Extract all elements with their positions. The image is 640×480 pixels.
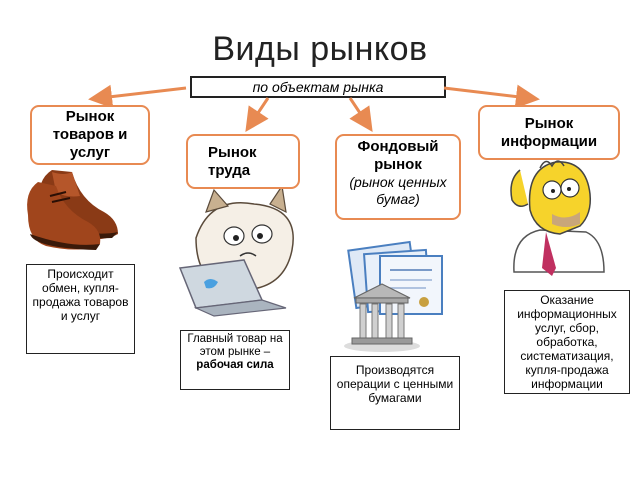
category-goods-label: Рынок товаров и услуг xyxy=(52,108,128,161)
category-stock-note: (рынок ценных бумаг) xyxy=(349,174,447,207)
category-info-label: Рынок информации xyxy=(500,114,598,150)
category-stock-box: Фондовый рынок (рынок ценных бумаг) xyxy=(335,134,461,220)
category-stock-label: Фондовый рынок xyxy=(357,138,439,173)
shoes-icon xyxy=(27,170,119,250)
arrow-labor xyxy=(245,97,270,132)
category-labor-label: Рынок труда xyxy=(208,143,257,179)
description-goods: Происходит обмен, купля-продажа товаров … xyxy=(26,264,135,354)
arrows xyxy=(88,84,540,132)
arrow-stock xyxy=(348,97,373,132)
diagram-title: Виды рынков xyxy=(212,30,428,68)
cartoon-man-icon xyxy=(510,160,605,276)
arrow-goods xyxy=(88,84,187,109)
category-info-box: Рынок информации xyxy=(478,105,620,160)
description-labor: Главный товар на этом рынке – рабочая си… xyxy=(180,330,290,390)
description-stock: Производятся операции с ценными бумагами xyxy=(330,356,460,430)
cat-laptop-icon xyxy=(178,184,294,317)
description-labor-text: Главный товар на этом рынке – xyxy=(187,333,283,358)
category-labor-box: Рынок труда xyxy=(186,134,300,189)
description-labor-bold: рабочая сила xyxy=(196,359,274,371)
bank-building-icon xyxy=(344,283,420,352)
arrow-info xyxy=(443,84,540,109)
description-info: Оказание информационных услуг, сбор, обр… xyxy=(504,290,630,394)
certificates-icon xyxy=(347,240,443,315)
category-goods-box: Рынок товаров и услуг xyxy=(30,105,150,165)
